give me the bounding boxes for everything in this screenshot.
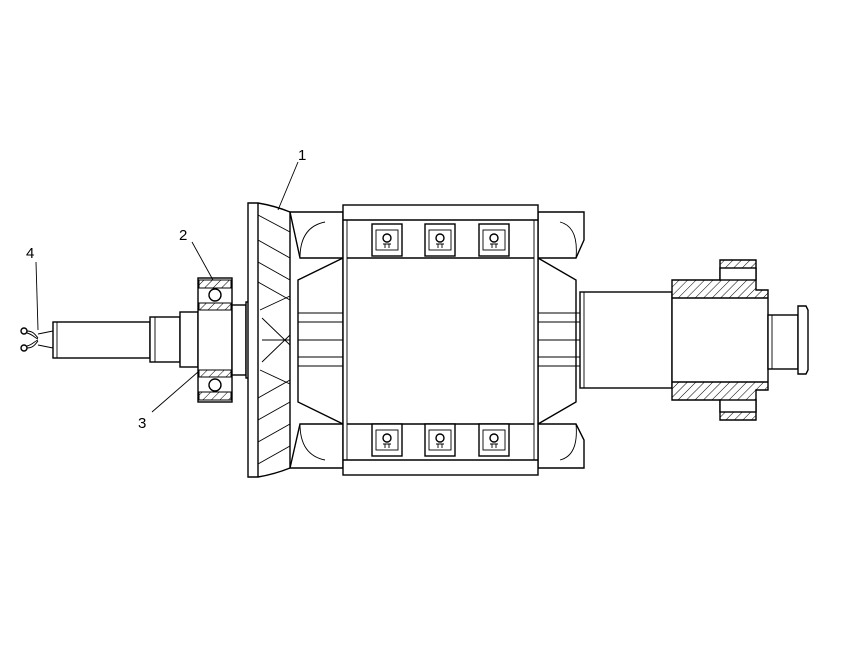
shaft-end [767,305,809,375]
lead-wires [20,327,54,352]
left-shaft [52,311,199,368]
callout-2-label: 2 [179,227,187,244]
right-shaft [579,291,673,389]
callout-1: 1 [277,147,306,211]
fan [247,202,291,478]
bolt-blocks [371,223,510,457]
callout-4-label: 4 [26,245,34,262]
callout-1-label: 1 [298,147,306,164]
callout-2: 2 [179,227,214,281]
coupling-flange [671,259,769,421]
rotor-pole-body [289,211,585,469]
callout-3-label: 3 [138,415,146,432]
callout-3: 3 [138,371,199,432]
callout-4: 4 [26,245,39,331]
bearing [197,277,233,403]
